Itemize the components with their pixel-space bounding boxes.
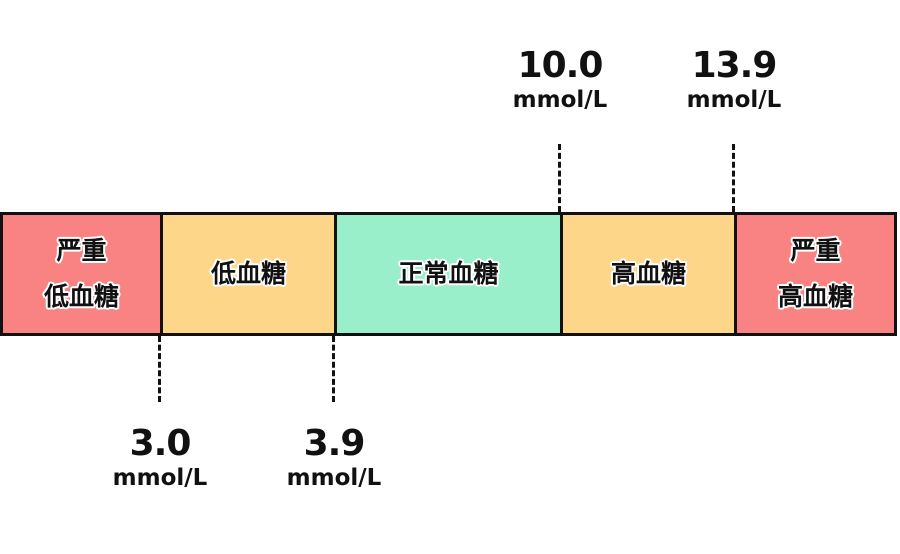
threshold-line [732, 144, 735, 212]
segment-label: 低血糖 [43, 282, 119, 311]
segment-label: 正常血糖 [398, 259, 499, 288]
threshold-label-3-9: 3.9 mmol/L [254, 424, 414, 492]
threshold-value: 13.9 [691, 45, 778, 86]
segment-label: 低血糖 [210, 259, 286, 288]
segment-label: 高血糖 [777, 282, 853, 311]
segment-label: 严重 [790, 236, 841, 265]
threshold-label-10-0: 10.0 mmol/L [480, 46, 640, 114]
threshold-unit: mmol/L [112, 465, 208, 491]
threshold-label-3-0: 3.0 mmol/L [80, 424, 240, 492]
segment-label: 高血糖 [610, 259, 686, 288]
segment-hyperglycemia: 高血糖 [563, 215, 737, 333]
threshold-value: 3.0 [129, 423, 192, 464]
segment-severe-hyperglycemia: 严重高血糖 [737, 215, 894, 333]
glucose-range-bar: 严重低血糖 低血糖 正常血糖 高血糖 严重高血糖 [0, 212, 897, 336]
threshold-label-13-9: 13.9 mmol/L [654, 46, 814, 114]
threshold-unit: mmol/L [686, 87, 782, 113]
threshold-unit: mmol/L [512, 87, 608, 113]
segment-hypoglycemia: 低血糖 [163, 215, 337, 333]
segment-severe-hypoglycemia: 严重低血糖 [3, 215, 163, 333]
threshold-line [558, 144, 561, 212]
threshold-line [332, 336, 335, 402]
segment-normal: 正常血糖 [337, 215, 563, 333]
threshold-value: 3.9 [303, 423, 366, 464]
threshold-unit: mmol/L [286, 465, 382, 491]
segment-label: 严重 [56, 236, 107, 265]
threshold-value: 10.0 [517, 45, 604, 86]
threshold-line [158, 336, 161, 402]
